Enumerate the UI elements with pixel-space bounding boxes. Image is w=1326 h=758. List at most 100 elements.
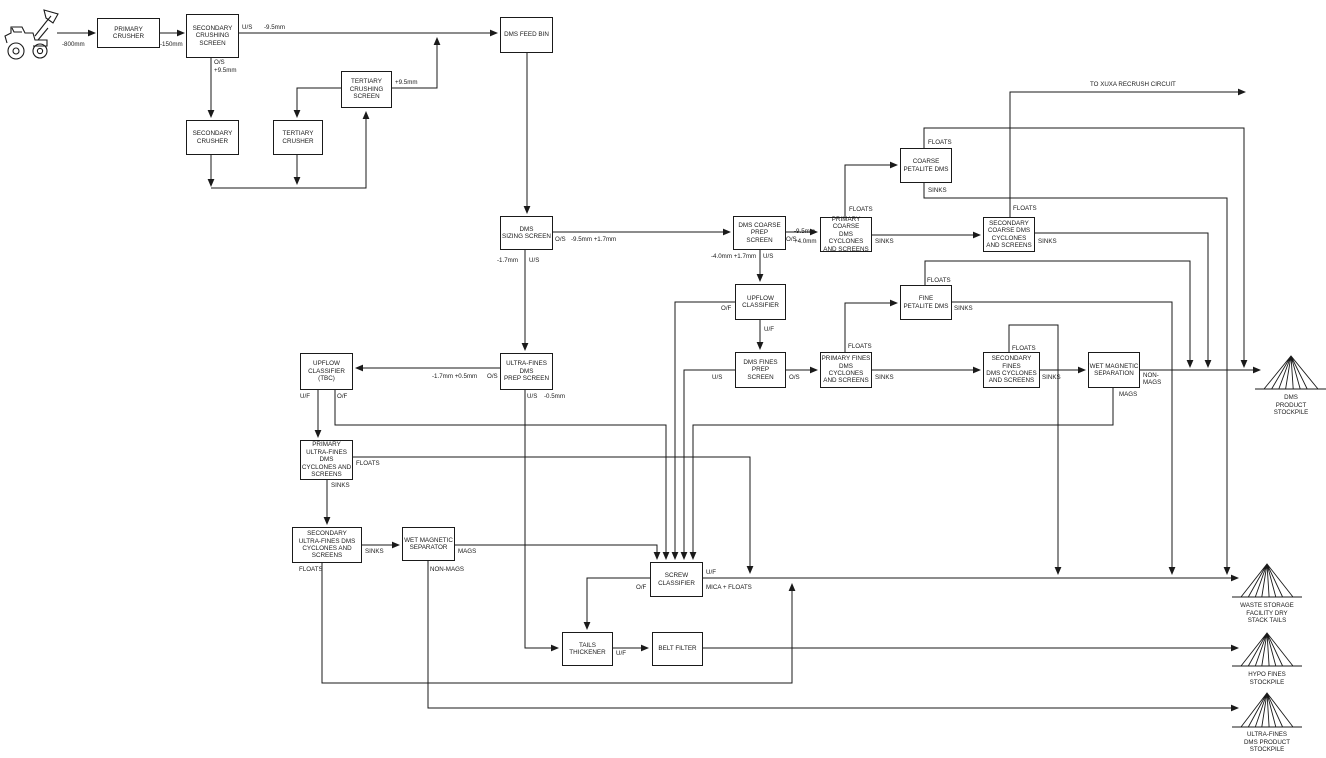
flow-label: -1.7mm +0.5mm xyxy=(432,373,478,380)
flow-label: -1.7mm xyxy=(497,257,518,264)
flow-label: NON- MAGS xyxy=(1143,372,1162,386)
flow-label: U/S xyxy=(529,257,540,264)
flow-label: O/S xyxy=(214,59,225,66)
secondary-fines-floats-line xyxy=(1008,324,1062,575)
primary-fines-dms-cyclones: PRIMARY FINES DMS CYCLONES AND SCREENS xyxy=(820,352,872,388)
screw-classifier: SCREW CLASSIFIER xyxy=(650,562,703,597)
ufprep-us-to-thickener-line xyxy=(524,390,559,652)
flow-label: U/F xyxy=(706,569,716,576)
upflow-classifier-tbc: UPFLOW CLASSIFIER (TBC) xyxy=(300,353,353,390)
flow-label: U/F xyxy=(300,393,310,400)
dms-sizing-screen: DMS SIZING SCREEN xyxy=(500,216,553,250)
dms-feed-bin: DMS FEED BIN xyxy=(500,17,553,53)
flow-label: SINKS xyxy=(365,548,384,555)
fine-petalite-floats-line xyxy=(924,260,1194,368)
wet-magnetic-separator: WET MAGNETIC SEPARATOR xyxy=(402,527,455,561)
tbc-of-line xyxy=(334,390,670,560)
flow-label: -800mm xyxy=(62,41,85,48)
flow-label: -9.5mm xyxy=(264,24,285,31)
secondary-fines-dms-cyclones: SECONDARY FINES DMS CYCLONES AND SCREENS xyxy=(983,352,1040,388)
primary-coarse-dms-cyclones: PRIMARY COARSE DMS CYCLONES AND SCREENS xyxy=(820,216,872,253)
flow-label: U/S xyxy=(242,24,253,31)
flow-label: O/F xyxy=(636,584,647,591)
wm-separator-non-mags-line xyxy=(427,561,1239,712)
flow-label: MAGS xyxy=(458,548,477,555)
flow-label: +4.0mm xyxy=(794,238,817,245)
flow-label: -150mm xyxy=(160,41,183,48)
secondary-crushing-screen: SECONDARY CRUSHING SCREEN xyxy=(186,14,239,58)
secondary-crusher: SECONDARY CRUSHER xyxy=(186,120,239,155)
hypo-fines-stockpile-icon xyxy=(1232,632,1302,667)
coarse-petalite-dms: COARSE PETALITE DMS xyxy=(900,148,952,183)
fine-petalite-dms: FINE PETALITE DMS xyxy=(900,285,952,320)
coarse-petalite-sinks-line xyxy=(923,183,1231,575)
upflow-classifier: UPFLOW CLASSIFIER xyxy=(735,284,786,320)
flow-label: -4.0mm +1.7mm xyxy=(711,253,757,260)
dms-coarse-prep-screen: DMS COARSE PREP SCREEN xyxy=(733,216,786,250)
belt-filter: BELT FILTER xyxy=(652,632,703,666)
secondary-coarse-dms-cyclones: SECONDARY COARSE DMS CYCLONES AND SCREEN… xyxy=(983,217,1035,252)
waste-storage-dry-stack-tails-label: WASTE STORAGE FACILITY DRY STACK TAILS xyxy=(1240,602,1294,625)
flow-label: SINKS xyxy=(954,305,973,312)
primary-fines-floats-line xyxy=(844,299,898,352)
flow-label: SINKS xyxy=(331,482,350,489)
flow-label: U/F xyxy=(616,650,626,657)
flow-label: U/S xyxy=(712,374,723,381)
flow-label: SINKS xyxy=(875,238,894,245)
tertiary-screen-undersize-return-line xyxy=(392,37,441,89)
flow-label: +9.5mm xyxy=(395,79,418,86)
dms-product-stockpile-icon xyxy=(1255,355,1326,390)
flow-label: O/S xyxy=(555,236,566,243)
waste-storage-dry-stack-tails-icon xyxy=(1232,563,1302,598)
flow-label: U/S xyxy=(527,393,538,400)
tertiary-crusher: TERTIARY CRUSHER xyxy=(273,120,323,155)
flow-label: FLOATS xyxy=(356,460,380,467)
ultra-fines-dms-prep-screen: ULTRA-FINES DMS PREP SCREEN xyxy=(500,353,553,390)
wet-magnetic-separation: WET MAGNETIC SEPARATION xyxy=(1088,352,1140,388)
flow-label: O/F xyxy=(337,393,348,400)
dms-product-stockpile-label: DMS PRODUCT STOCKPILE xyxy=(1273,394,1309,417)
flow-label: FLOATS xyxy=(848,343,872,350)
screw-of-to-thickener-line xyxy=(583,577,650,630)
fines-prep-us-line xyxy=(680,369,735,560)
primary-uf-floats-line xyxy=(353,456,754,574)
secondary-uf-floats-line xyxy=(321,563,796,684)
ultra-fines-dms-product-stockpile-icon xyxy=(1232,692,1302,728)
flow-label: FLOATS xyxy=(1013,205,1037,212)
wm-separator-mags-line xyxy=(455,544,661,560)
flow-label: SINKS xyxy=(1042,374,1061,381)
primary-ultra-fines-dms-cyclones: PRIMARY ULTRA-FINES DMS CYCLONES AND SCR… xyxy=(300,440,353,480)
flow-label: U/S xyxy=(763,253,774,260)
upflow-of-line xyxy=(671,301,735,560)
flow-label: MAGS xyxy=(1119,391,1138,398)
flow-label: O/S xyxy=(789,374,800,381)
coarse-petalite-floats-line xyxy=(923,127,1248,368)
flow-label: O/S xyxy=(786,236,797,243)
flow-label: O/F xyxy=(721,305,732,312)
to-xuxa-recrush-line xyxy=(1009,88,1246,217)
tertiary-crushing-screen: TERTIARY CRUSHING SCREEN xyxy=(341,71,392,108)
dms-fines-prep-screen: DMS FINES PREP SCREEN xyxy=(735,352,786,388)
flow-label: -9.5mm +1.7mm xyxy=(571,236,617,243)
flow-label: FLOATS xyxy=(1012,345,1036,352)
front-end-loader-icon xyxy=(4,9,59,60)
flow-label: SINKS xyxy=(928,187,947,194)
primary-crusher: PRIMARY CRUSHER xyxy=(97,18,160,48)
flow-label: FLOATS xyxy=(928,139,952,146)
flow-label: NON-MAGS xyxy=(430,566,465,573)
flow-label: MICA + FLOATS xyxy=(706,584,752,591)
flow-label: O/S xyxy=(487,373,498,380)
tails-thickener: TAILS THICKENER xyxy=(562,632,613,666)
flow-label: FLOATS xyxy=(927,277,951,284)
flow-label: FLOATS xyxy=(849,206,873,213)
flow-label: -9.5mm xyxy=(794,228,815,235)
fine-petalite-sinks-line xyxy=(952,301,1176,575)
flow-label: FLOATS xyxy=(299,566,323,573)
crushers-to-tertiary-screen-line xyxy=(211,111,370,189)
flow-label: U/F xyxy=(764,326,774,333)
flow-label: +9.5mm xyxy=(214,67,237,74)
tertiary-screen-os-line xyxy=(293,87,341,118)
secondary-coarse-sinks-line xyxy=(1035,232,1212,368)
